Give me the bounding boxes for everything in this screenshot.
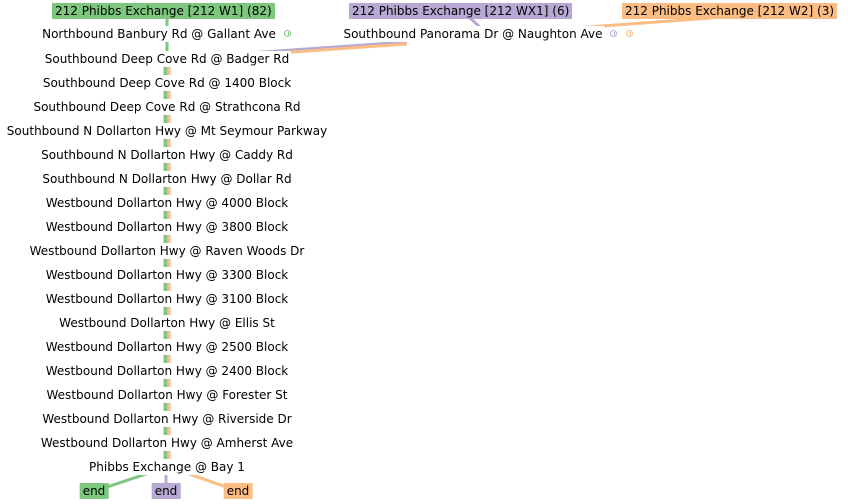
stop-label: Westbound Dollarton Hwy @ 3300 Block	[43, 267, 291, 283]
stop-label: Westbound Dollarton Hwy @ 2500 Block	[43, 339, 291, 355]
stop-label: Phibbs Exchange @ Bay 1	[87, 459, 247, 475]
stop-label: Westbound Dollarton Hwy @ Riverside Dr	[40, 411, 294, 427]
route-header-w2: 212 Phibbs Exchange [212 W2] (3)	[622, 3, 838, 19]
clock-icon	[610, 30, 617, 37]
stop-label: Westbound Dollarton Hwy @ Raven Woods Dr	[27, 243, 307, 259]
stop-label: Westbound Dollarton Hwy @ Ellis St	[57, 315, 277, 331]
stop-label: Southbound Deep Cove Rd @ Strathcona Rd	[31, 99, 303, 115]
stop-label: Southbound Deep Cove Rd @ Badger Rd	[42, 51, 292, 67]
end-label-w1: end	[79, 483, 109, 499]
stop-label: Westbound Dollarton Hwy @ Forester St	[44, 387, 290, 403]
clock-icon	[284, 30, 291, 37]
clock-icon	[626, 30, 633, 37]
route-header-w1: 212 Phibbs Exchange [212 W1] (82)	[52, 3, 275, 19]
stop-label: Southbound N Dollarton Hwy @ Dollar Rd	[40, 171, 294, 187]
stop-label: Westbound Dollarton Hwy @ 4000 Block	[43, 195, 291, 211]
end-label-wx1: end	[151, 483, 181, 499]
stop-label: Westbound Dollarton Hwy @ 3800 Block	[43, 219, 291, 235]
stop-label: Westbound Dollarton Hwy @ Amherst Ave	[38, 435, 296, 451]
route-header-wx1: 212 Phibbs Exchange [212 WX1] (6)	[349, 3, 573, 19]
stop-label: Southbound Deep Cove Rd @ 1400 Block	[40, 75, 294, 91]
stop-label: Southbound N Dollarton Hwy @ Mt Seymour …	[4, 123, 330, 139]
stop-label: Southbound N Dollarton Hwy @ Caddy Rd	[39, 147, 295, 163]
end-label-w2: end	[223, 483, 253, 499]
stop-label: Westbound Dollarton Hwy @ 2400 Block	[43, 363, 291, 379]
stop-label: Westbound Dollarton Hwy @ 3100 Block	[43, 291, 291, 307]
origin-stop-panorama: Southbound Panorama Dr @ Naughton Ave	[341, 26, 605, 42]
origin-stop-banbury: Northbound Banbury Rd @ Gallant Ave	[40, 26, 278, 42]
